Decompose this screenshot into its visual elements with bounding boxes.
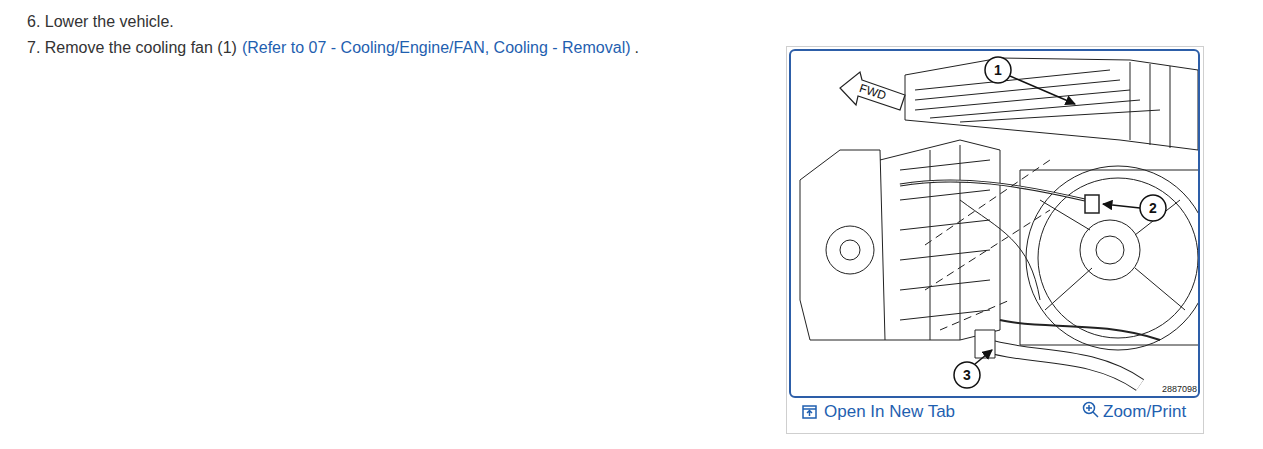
step-text: .: [635, 39, 639, 56]
forward-arrow: [840, 72, 905, 110]
callout-number: 2: [1149, 200, 1157, 217]
callout-number: 1: [994, 62, 1002, 79]
zoom-icon: [1084, 403, 1099, 418]
cooling-module-drawing: [800, 58, 1198, 385]
step-text: 6. Lower the vehicle.: [27, 12, 174, 31]
figure-number: 2887098: [1162, 384, 1197, 395]
reference-link: (Refer to 07 - Cooling/Engine/FAN, Cooli…: [242, 39, 631, 56]
zoom-link: Zoom/Print: [1103, 402, 1186, 422]
step-line: 7. Remove the cooling fan (1) (Refer to 0…: [27, 38, 639, 57]
callouts: [954, 57, 1166, 388]
new-tab-icon: [803, 406, 816, 418]
callout-number: 3: [963, 367, 971, 384]
open-link: Open In New Tab: [824, 402, 955, 422]
step-text: 7. Remove the cooling fan (1): [27, 39, 237, 56]
